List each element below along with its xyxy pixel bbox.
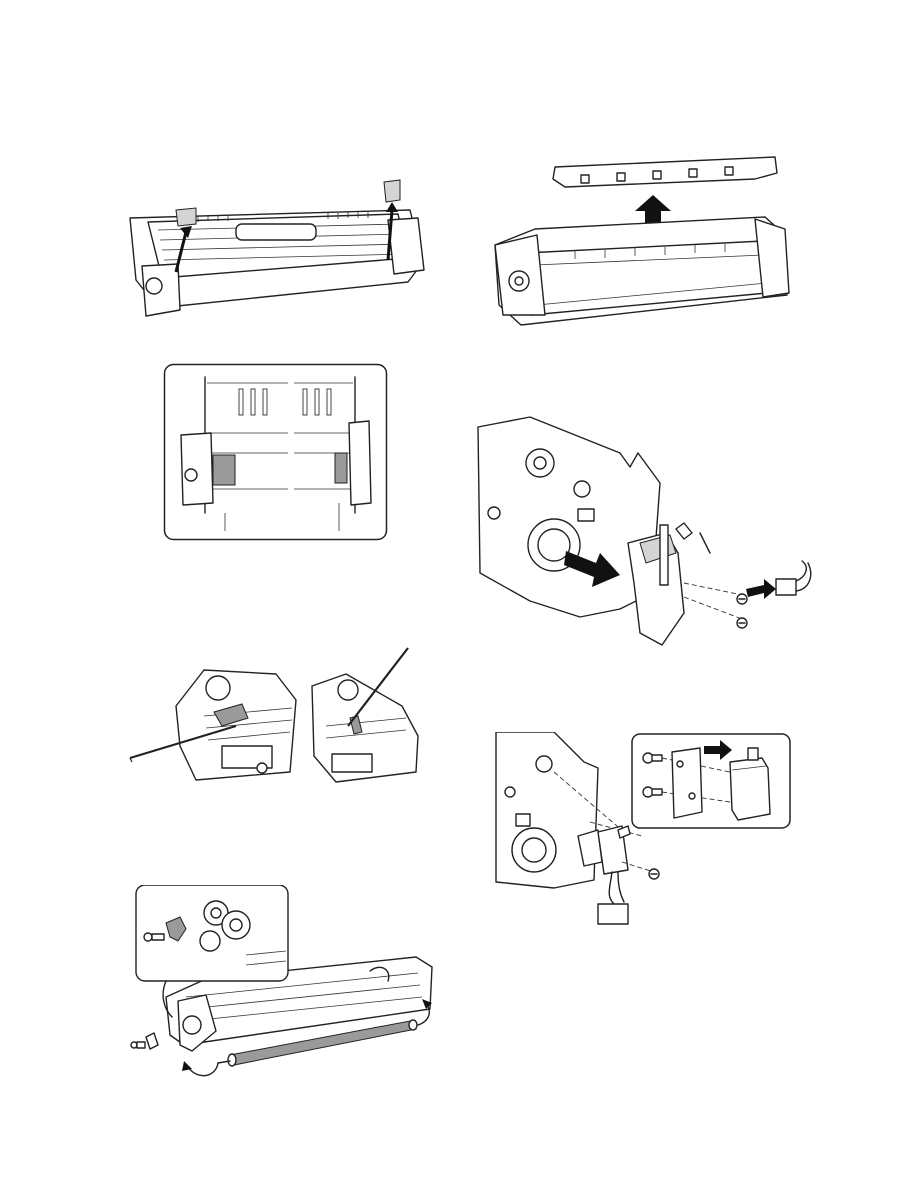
screw-icon	[737, 594, 747, 604]
connector-icon	[776, 579, 796, 595]
fig-lift-covers	[118, 170, 438, 325]
side-bracket-illustration	[470, 413, 815, 653]
rotation-arrow-icon	[188, 1063, 218, 1076]
connector-icon	[598, 904, 628, 924]
top-cover-illustration	[485, 155, 805, 340]
detail-inset-illustration	[163, 363, 388, 541]
lift-covers-illustration	[118, 170, 438, 325]
rod-insert-illustration	[126, 646, 436, 788]
screw-icon	[649, 869, 659, 879]
screw-icon	[737, 618, 747, 628]
fig-side-bracket-remove	[470, 413, 815, 653]
fig-detail-inset-pads	[163, 363, 388, 541]
fig-top-cover-remove	[485, 155, 805, 340]
screw-icon	[643, 753, 662, 763]
screw-icon	[131, 1042, 145, 1048]
screw-icon	[144, 933, 164, 941]
fig-rod-insert	[126, 646, 436, 788]
roller-gear-illustration	[126, 885, 440, 1090]
fig-roller-gear-remove	[126, 885, 440, 1090]
solenoid-illustration	[494, 732, 794, 930]
fig-solenoid-detach	[494, 732, 794, 930]
screw-icon	[643, 787, 662, 797]
